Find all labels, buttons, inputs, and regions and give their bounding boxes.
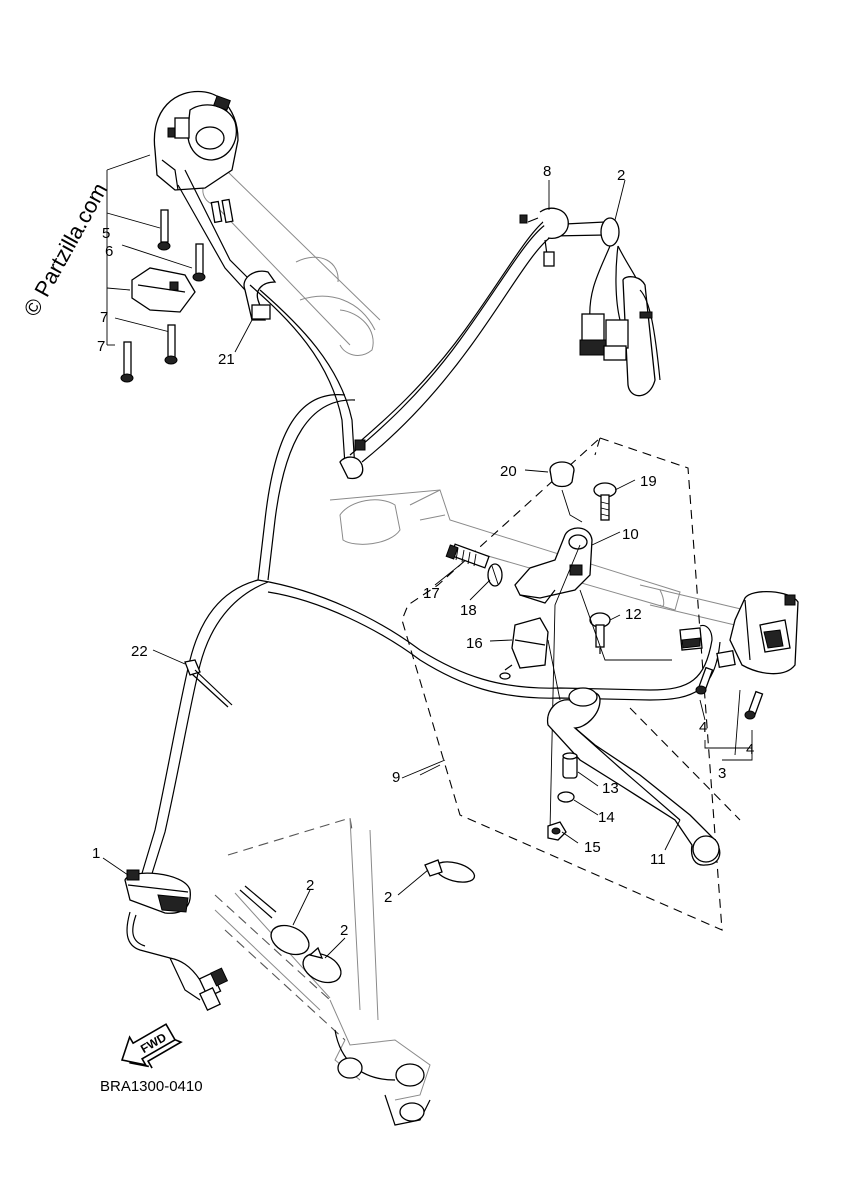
- clutch-switch-16: [499, 617, 549, 680]
- lower-harness-connectors: [126, 911, 229, 1011]
- right-switch-screws-4: [695, 666, 764, 720]
- cap-20-leader: [561, 489, 583, 523]
- clutch-lever-dashed-boundary: [401, 437, 741, 931]
- washer-14: [557, 791, 575, 803]
- lower-frame-ghost: [214, 817, 431, 1126]
- band-1: [124, 869, 191, 914]
- mid-harness-clip: [339, 439, 366, 480]
- right-harness-connector: [679, 627, 703, 651]
- lower-switch-housing: [131, 267, 196, 313]
- screw-6: [192, 243, 206, 282]
- main-wire-harness: [139, 217, 721, 881]
- callout-9: 9: [392, 769, 400, 786]
- drawing-code: BRA1300-0410: [100, 1078, 203, 1095]
- bolt-19: [593, 482, 617, 521]
- callout-16: 16: [466, 635, 483, 652]
- adjuster-17: [445, 543, 490, 569]
- screw-7b: [120, 341, 134, 383]
- right-switch-leader-lines: [699, 689, 753, 761]
- callout-7-lower: 7: [97, 338, 105, 355]
- callout-2-lower-middle: 2: [340, 922, 348, 939]
- lever-holder-10: [514, 527, 593, 604]
- fwd-arrow-icon: FWD: [120, 1023, 183, 1069]
- callout-22: 22: [131, 643, 148, 660]
- bushing-13: [562, 752, 578, 779]
- right-handlebar-switch-3: [716, 590, 799, 675]
- nut-15: [547, 821, 567, 841]
- callout-17: 17: [423, 585, 440, 602]
- lower-clip-2-middle: [302, 946, 342, 984]
- clamp-21: [243, 270, 277, 321]
- callout-10: 10: [622, 526, 639, 543]
- left-handlebar-switch: [153, 90, 251, 291]
- callout-20: 20: [500, 463, 517, 480]
- partzilla-watermark: © Partzilla.com: [19, 179, 113, 321]
- cap-20: [549, 461, 575, 488]
- callout-leader-lines: [102, 179, 681, 959]
- callout-12: 12: [625, 606, 642, 623]
- upper-harness-clip-2: [600, 217, 620, 247]
- callout-5: 5: [102, 225, 110, 242]
- locknut-18: [487, 563, 503, 587]
- clutch-lever-11: [546, 687, 721, 866]
- callout-4-right: 4: [746, 741, 754, 758]
- callout-numbers: 1 2 2 2 2 3 4 4 5 6 7 7 8 9 10 11 12 13 …: [92, 163, 754, 939]
- callout-3: 3: [718, 765, 726, 782]
- callout-2-lower-left: 2: [306, 877, 314, 894]
- callout-7-upper: 7: [100, 309, 108, 326]
- callout-19: 19: [640, 473, 657, 490]
- screw-7a: [164, 324, 178, 365]
- callout-14: 14: [598, 809, 615, 826]
- left-switch-screws: [120, 209, 206, 383]
- left-switch-leader-lines: [106, 154, 193, 346]
- callout-6: 6: [105, 243, 113, 260]
- upper-harness-clamp-8: [519, 207, 569, 267]
- callout-15: 15: [584, 839, 601, 856]
- callout-4-left: 4: [699, 719, 707, 736]
- bolt-12: [589, 612, 611, 654]
- cable-tie-22: [184, 659, 233, 708]
- callout-1: 1: [92, 845, 100, 862]
- clutch-leader-lines: [547, 544, 672, 831]
- callout-18: 18: [460, 602, 477, 619]
- callout-2-lower-right: 2: [384, 889, 392, 906]
- callout-13: 13: [602, 780, 619, 797]
- screw-5: [157, 209, 171, 251]
- lower-clip-2-left: [239, 885, 310, 956]
- callout-8: 8: [543, 163, 551, 180]
- upper-right-connectors: [579, 245, 661, 397]
- callout-21: 21: [218, 351, 235, 368]
- callout-2-upper: 2: [617, 167, 625, 184]
- callout-11: 11: [650, 851, 666, 868]
- lower-clip-2-right: [424, 859, 476, 883]
